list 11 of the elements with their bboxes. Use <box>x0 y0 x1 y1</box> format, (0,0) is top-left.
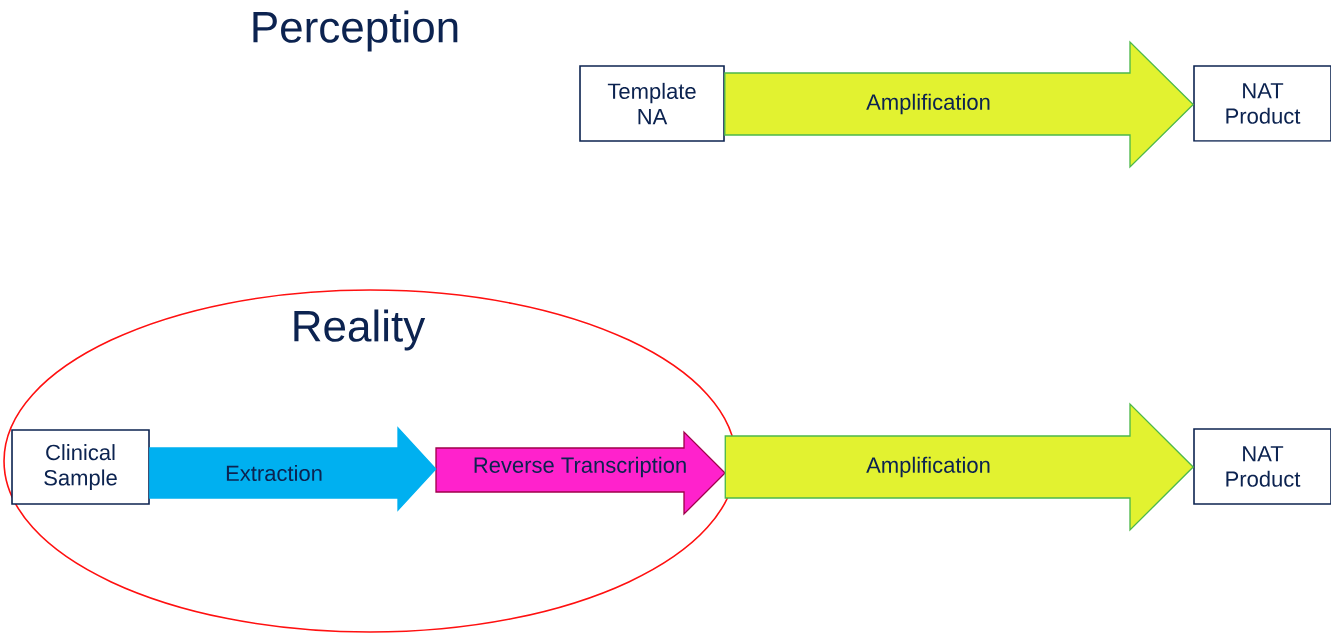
edge-label: Extraction <box>226 464 322 482</box>
edge-label: Amplification <box>866 93 990 115</box>
block-arrow <box>149 426 437 512</box>
text-box: Clinical Sample <box>11 429 150 505</box>
text-box: NAT Product <box>1193 428 1331 505</box>
block-arrow <box>724 40 1195 169</box>
text-box: Template NA <box>579 65 725 142</box>
heading: Perception <box>253 10 458 52</box>
text-box: NAT Product <box>1193 65 1331 142</box>
edge-label: Amplification <box>866 456 990 478</box>
block-arrow <box>724 402 1195 532</box>
